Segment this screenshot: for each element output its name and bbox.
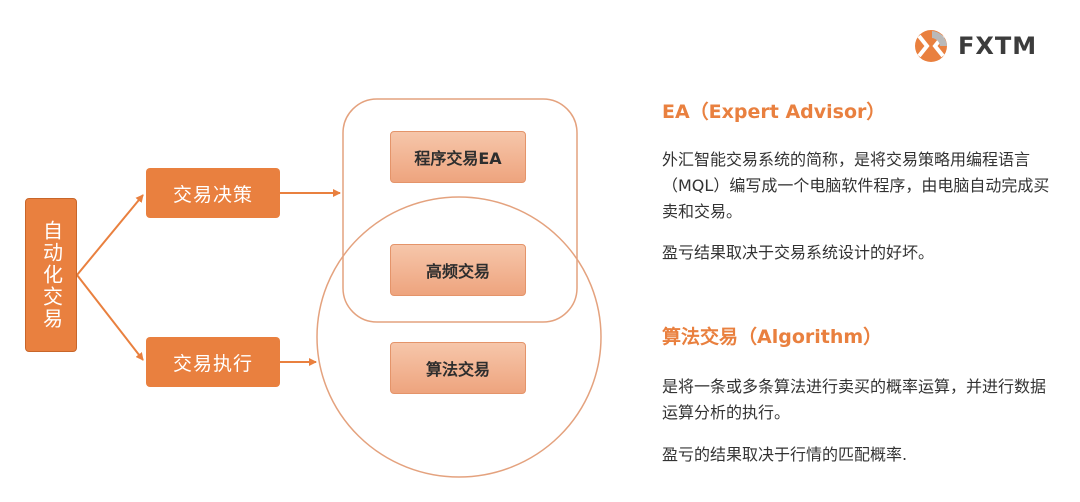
diagram-canvas — [76, 98, 602, 478]
leaf-node-program-trading-ea: 程序交易EA — [390, 131, 526, 183]
root-node-label: 自动化交易 — [39, 220, 64, 330]
leaf-node-label: 高频交易 — [425, 262, 490, 281]
execution-group-outline — [316, 196, 602, 478]
ea-section-result: 盈亏结果取决于交易系统设计的好坏。 — [662, 243, 935, 262]
algo-section-title: 算法交易（Algorithm） — [662, 326, 883, 348]
decision-group-outline — [342, 98, 578, 323]
leaf-node-algorithmic-trading: 算法交易 — [390, 342, 526, 394]
leaf-node-high-frequency-trading: 高频交易 — [390, 244, 526, 296]
root-node-automated-trading: 自动化交易 — [25, 198, 77, 352]
ea-section-title: EA（Expert Advisor） — [662, 101, 886, 123]
algo-section-result: 盈亏的结果取决于行情的匹配概率. — [662, 445, 908, 464]
logo-text: FXTM — [958, 32, 1038, 60]
algo-section-description: 是将一条或多条算法进行卖买的概率运算，并进行数据运算分析的执行。 — [662, 377, 1047, 422]
fxtm-logo-icon — [915, 30, 947, 62]
branch-node-trade-decision: 交易决策 — [146, 168, 280, 218]
ea-section-description: 外汇智能交易系统的简称，是将交易策略用编程语言（MQL）编写成一个电脑软件程序，… — [662, 150, 1050, 221]
leaf-node-label: 程序交易EA — [414, 149, 502, 168]
edge-root-execution — [76, 274, 144, 361]
fxtm-logo: FXTM — [912, 26, 1037, 66]
branch-node-label: 交易执行 — [172, 352, 253, 375]
edge-root-decision — [76, 194, 144, 276]
branch-node-label: 交易决策 — [172, 183, 253, 206]
leaf-node-label: 算法交易 — [425, 360, 490, 379]
branch-node-trade-execution: 交易执行 — [146, 337, 280, 387]
